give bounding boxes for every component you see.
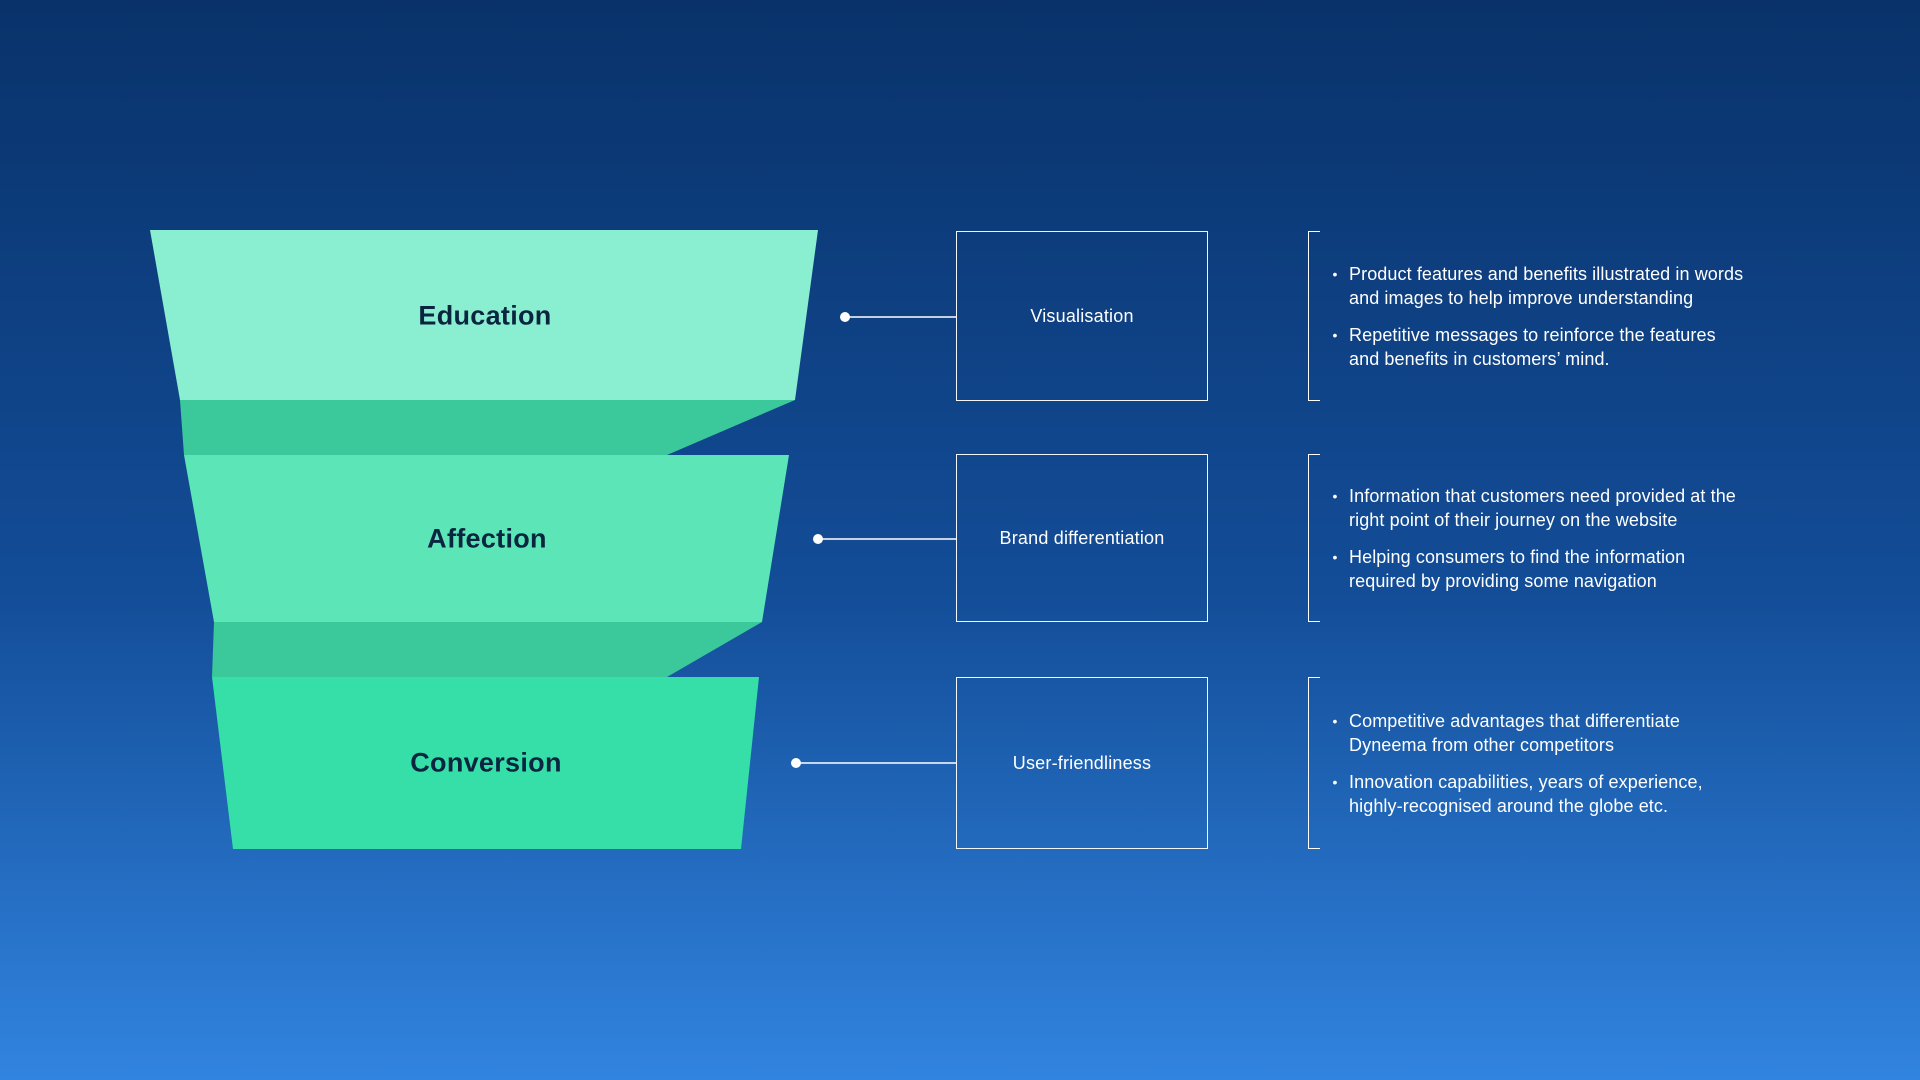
bullet-item: • Helping consumers to find the informat… — [1330, 545, 1780, 593]
info-box-user-friendliness: User-friendliness — [956, 677, 1208, 849]
bullet-marker: • — [1332, 548, 1338, 565]
bullet-marker: • — [1332, 265, 1338, 282]
bullet-marker: • — [1332, 712, 1338, 729]
bullet-text: Information that customers need provided… — [1349, 485, 1736, 530]
bullet-text: Product features and benefits illustrate… — [1349, 263, 1744, 308]
info-box-brand-differentiation: Brand differentiation — [956, 454, 1208, 622]
bullet-item: • Competitive advantages that differenti… — [1330, 709, 1780, 757]
funnel-stage-conversion — [212, 677, 759, 849]
info-box-label: User-friendliness — [1012, 752, 1152, 773]
bullet-item: • Repetitive messages to reinforce the f… — [1330, 323, 1780, 371]
funnel-fold-2 — [212, 622, 762, 677]
funnel-label-education: Education — [418, 300, 552, 331]
funnel-fold-1 — [180, 400, 795, 455]
info-box-visualisation: Visualisation — [956, 231, 1208, 401]
bullet-item: • Information that customers need provid… — [1330, 484, 1780, 532]
bullet-text: Helping consumers to find the informatio… — [1349, 546, 1686, 591]
bullet-text: Innovation capabilities, years of experi… — [1349, 771, 1703, 816]
bullet-group-1: • Product features and benefits illustra… — [1330, 231, 1780, 401]
bracket-2 — [1308, 454, 1320, 622]
bullet-group-3: • Competitive advantages that differenti… — [1330, 677, 1780, 849]
bullet-marker: • — [1332, 773, 1338, 790]
bullet-marker: • — [1332, 487, 1338, 504]
connector-dot-1 — [840, 312, 850, 322]
bullet-text: Repetitive messages to reinforce the fea… — [1349, 324, 1716, 369]
funnel-label-affection: Affection — [427, 523, 547, 554]
bullet-item: • Innovation capabilities, years of expe… — [1330, 770, 1780, 818]
connector-dot-2 — [813, 534, 823, 544]
funnel-stage-education — [150, 230, 818, 400]
bullet-marker: • — [1332, 326, 1338, 343]
bullet-group-2: • Information that customers need provid… — [1330, 454, 1780, 622]
connector-dot-3 — [791, 758, 801, 768]
bullet-item: • Product features and benefits illustra… — [1330, 262, 1780, 310]
info-box-label: Visualisation — [1030, 305, 1134, 326]
funnel-label-conversion: Conversion — [410, 747, 562, 778]
info-box-label: Brand differentiation — [999, 527, 1165, 548]
funnel-stage-affection — [184, 455, 789, 622]
bracket-1 — [1308, 231, 1320, 401]
bullet-text: Competitive advantages that differentiat… — [1349, 710, 1680, 755]
bracket-3 — [1308, 677, 1320, 849]
